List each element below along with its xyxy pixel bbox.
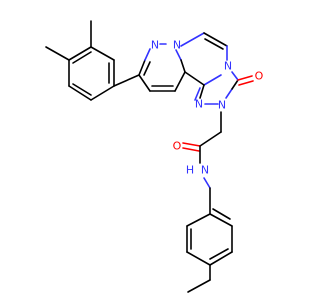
- methyl-bond: [45, 46, 70, 61]
- bond: [175, 49, 182, 61]
- bond: [203, 32, 228, 47]
- bond: [231, 71, 239, 81]
- bond: [199, 84, 205, 99]
- aryl-link-bond: [113, 74, 140, 87]
- bond: [138, 74, 151, 92]
- structure-canvas: N N N N N O O N H: [45, 20, 264, 293]
- bond: [203, 177, 211, 189]
- atom-label-n: N: [173, 39, 181, 52]
- atom-label-o: O: [173, 140, 182, 153]
- carbonyl-bond: [237, 75, 253, 81]
- triazolone-ring: [199, 71, 254, 105]
- bond: [180, 59, 186, 73]
- atom-labels: N N N N N O O N H: [151, 39, 264, 177]
- atom-label-n: N: [218, 99, 226, 112]
- bond: [144, 48, 151, 61]
- ethylphenyl-ring: [186, 187, 233, 293]
- bond: [186, 251, 211, 266]
- atom-label-n: N: [201, 164, 209, 177]
- dimethylphenyl-ring: [45, 20, 140, 101]
- bond: [186, 213, 211, 227]
- atom-label-o: O: [255, 70, 264, 83]
- pyrazine-ring: [180, 32, 228, 101]
- bond: [209, 248, 229, 260]
- bond: [204, 38, 224, 50]
- bond: [68, 46, 92, 61]
- bond: [72, 83, 92, 96]
- acetamide-linker: [182, 111, 222, 189]
- atom-label-n: N: [224, 60, 232, 73]
- bond: [231, 79, 239, 90]
- amide-carbonyl-bond: [182, 147, 200, 152]
- bond: [180, 32, 205, 47]
- bond: [68, 85, 92, 101]
- bond: [203, 74, 222, 86]
- bond: [199, 131, 222, 147]
- bond: [90, 46, 115, 61]
- pyrazole-ring: [138, 43, 186, 92]
- bond: [212, 208, 231, 220]
- bond: [209, 251, 233, 266]
- bond: [184, 71, 205, 86]
- bond: [174, 71, 186, 92]
- atom-label-n: N: [195, 98, 203, 111]
- bond: [225, 88, 233, 99]
- bond: [143, 61, 151, 76]
- atom-label-n: N: [151, 39, 159, 52]
- bond: [194, 87, 201, 101]
- carbonyl-bond: [238, 80, 254, 86]
- amide-carbonyl-bond: [182, 142, 201, 147]
- molecule-diagram: N N N N N O O N H: [45, 20, 264, 293]
- bond: [90, 85, 115, 101]
- bond: [138, 59, 146, 76]
- ethyl-bond: [187, 279, 211, 293]
- bond: [209, 213, 233, 227]
- bond: [72, 51, 92, 64]
- atom-label-h: H: [186, 164, 194, 177]
